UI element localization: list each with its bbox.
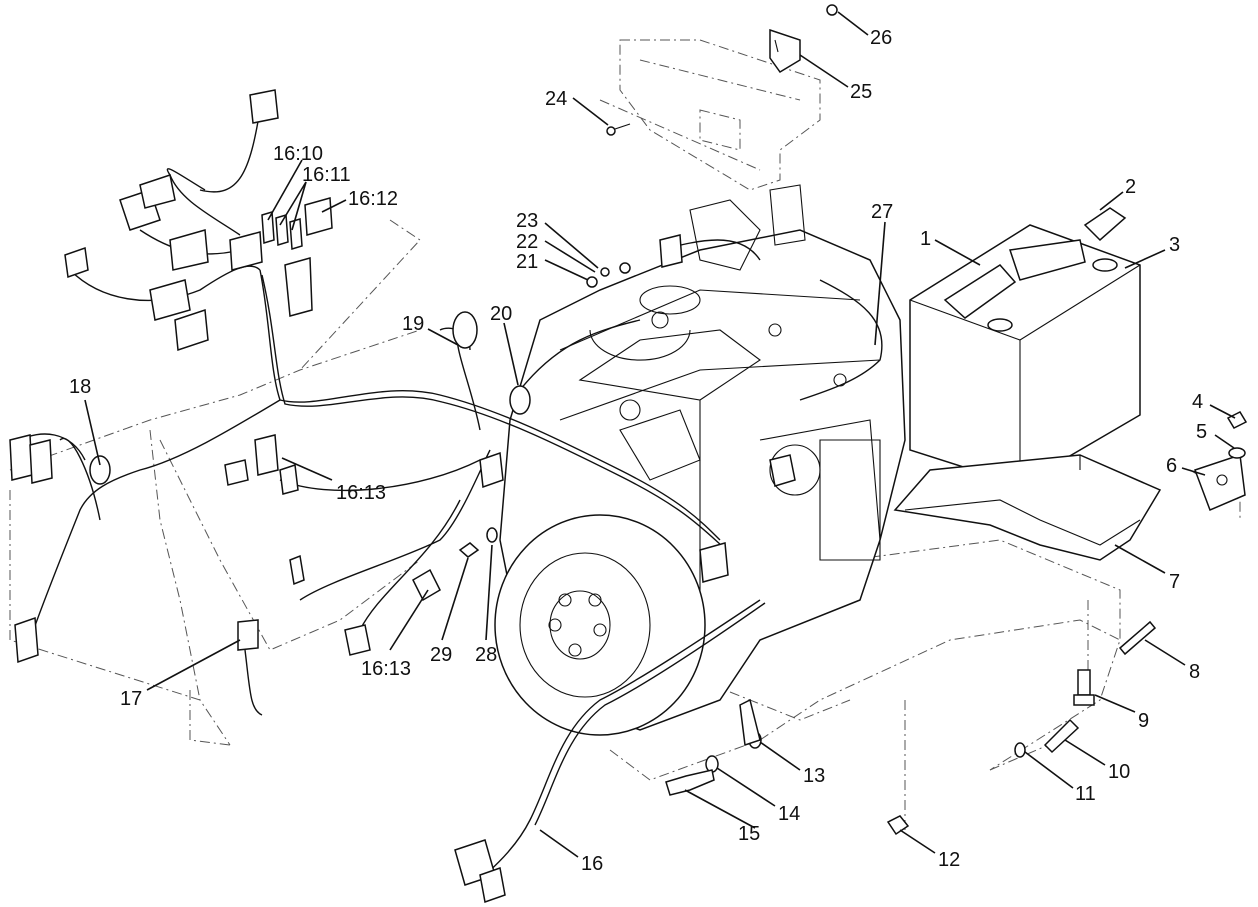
relay-bracket bbox=[606, 4, 838, 136]
callout-7: 7 bbox=[1169, 571, 1180, 593]
callout-17: 17 bbox=[120, 688, 142, 710]
callout-4: 4 bbox=[1192, 391, 1203, 413]
callout-16-12: 16:12 bbox=[348, 188, 398, 210]
callout-21: 21 bbox=[516, 251, 538, 273]
leader-lines bbox=[84, 11, 1236, 858]
callout-15: 15 bbox=[738, 823, 760, 845]
flywheel bbox=[494, 514, 706, 736]
callout-26: 26 bbox=[870, 27, 892, 49]
callout-16: 16 bbox=[581, 853, 603, 875]
callout-19: 19 bbox=[402, 313, 424, 335]
callout-16-10: 16:10 bbox=[273, 143, 323, 165]
callout-8: 8 bbox=[1189, 661, 1200, 683]
callout-28: 28 bbox=[475, 644, 497, 666]
callout-12: 12 bbox=[938, 849, 960, 871]
callout-27: 27 bbox=[871, 201, 893, 223]
callout-11: 11 bbox=[1075, 783, 1096, 805]
callout-labels: 1 2 3 4 5 6 7 8 9 10 11 12 13 14 15 16 1… bbox=[69, 27, 1207, 875]
callout-9: 9 bbox=[1138, 710, 1149, 732]
callout-6: 6 bbox=[1166, 455, 1177, 477]
callout-23: 23 bbox=[516, 210, 538, 232]
callout-16-13-lower: 16:13 bbox=[361, 658, 411, 680]
callout-14: 14 bbox=[778, 803, 800, 825]
callout-24: 24 bbox=[545, 88, 567, 110]
callout-2: 2 bbox=[1125, 176, 1136, 198]
callout-25: 25 bbox=[850, 81, 872, 103]
callout-1: 1 bbox=[920, 228, 931, 250]
battery-tray bbox=[893, 454, 1162, 561]
callout-5: 5 bbox=[1196, 421, 1207, 443]
callout-16-13-upper: 16:13 bbox=[336, 482, 386, 504]
callout-3: 3 bbox=[1169, 234, 1180, 256]
callout-18: 18 bbox=[69, 376, 91, 398]
connectors bbox=[9, 89, 796, 903]
callout-29: 29 bbox=[430, 644, 452, 666]
callout-20: 20 bbox=[490, 303, 512, 325]
callout-22: 22 bbox=[516, 231, 538, 253]
callout-13: 13 bbox=[803, 765, 825, 787]
battery bbox=[909, 207, 1141, 486]
battery-hold-down bbox=[1194, 411, 1248, 511]
callout-10: 10 bbox=[1108, 761, 1130, 783]
fasteners bbox=[458, 262, 1157, 836]
callout-16-11: 16:11 bbox=[302, 164, 351, 186]
